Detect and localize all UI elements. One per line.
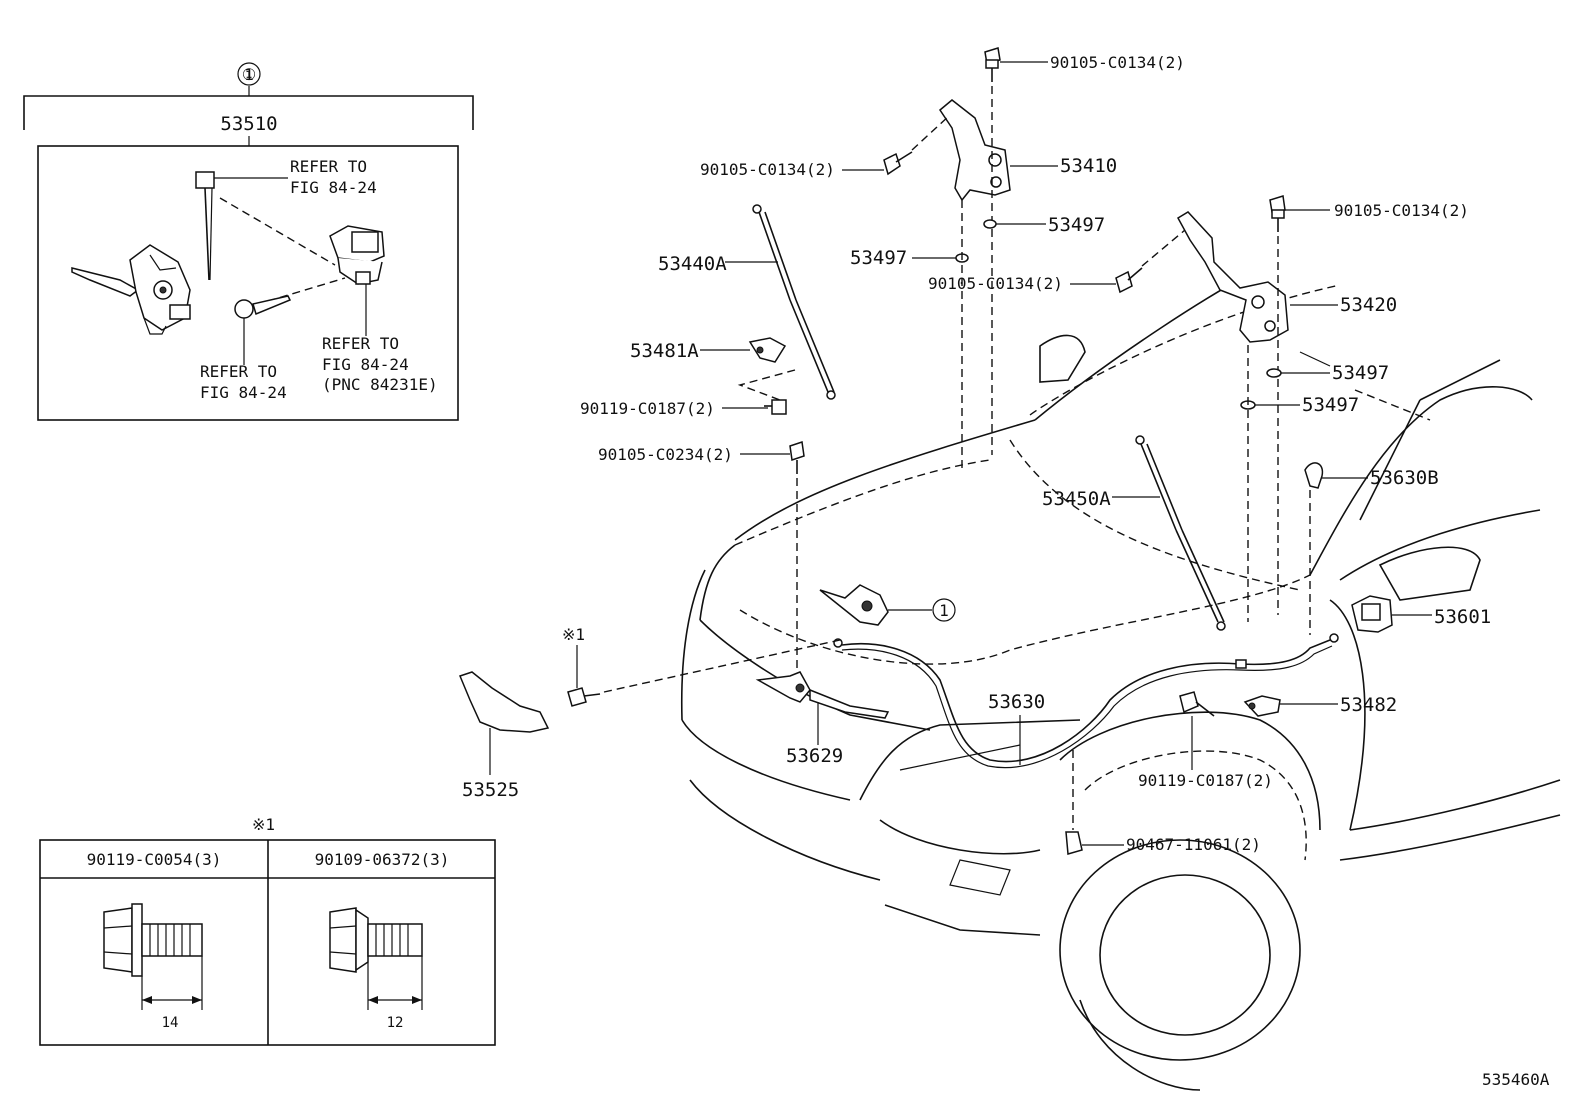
- label-90105-c0234: 90105-C0234(2): [598, 445, 733, 464]
- label-53497-b: 53497: [850, 247, 907, 269]
- label-53601: 53601: [1434, 606, 1491, 628]
- bolt-table-col2: 90109-06372(3): [315, 850, 450, 869]
- bolt-length-1: 14: [162, 1015, 179, 1031]
- bolt-top: [984, 47, 1048, 82]
- bolt-note-1: [567, 645, 601, 707]
- label-90119-c0187-left: 90119-C0187(2): [580, 399, 715, 418]
- vehicle-outline: [680, 284, 1561, 1091]
- bolt-table-col1: 90119-C0054(3): [87, 850, 222, 869]
- refer-bottom-line2: FIG 84-24: [200, 383, 287, 402]
- label-53440A: 53440A: [658, 253, 727, 275]
- bolt-table: ※1 90119-C0054(3) 90109-06372(3) 14: [39, 815, 496, 1046]
- group-callout-symbol: ①: [242, 65, 256, 84]
- hood-strut-53440A: [725, 204, 836, 400]
- clip-90467-11061: [1065, 831, 1124, 855]
- label-90105-c0134-right: 90105-C0134(2): [1334, 201, 1469, 220]
- label-53497-d: 53497: [1302, 394, 1359, 416]
- screw-part: [234, 295, 292, 365]
- label-53630: 53630: [988, 691, 1045, 713]
- note-symbol-bolt: ※1: [562, 625, 585, 644]
- bolt-90119-c0187-right: [1179, 691, 1215, 770]
- release-lever-53629: [755, 671, 890, 745]
- label-53481A: 53481A: [630, 340, 699, 362]
- label-90119-c0187-right: 90119-C0187(2): [1138, 771, 1273, 790]
- hinge-53410-part: [939, 99, 1058, 202]
- stud-bolt-drawing: [329, 907, 423, 1010]
- hinge-53420-part: [1176, 211, 1338, 343]
- refer-bottom-line1: REFER TO: [200, 362, 277, 381]
- refer-right-line1: REFER TO: [322, 334, 399, 353]
- label-53482: 53482: [1340, 694, 1397, 716]
- group-callout-number: 1: [244, 65, 254, 84]
- bolt-length-2: 12: [387, 1015, 404, 1031]
- label-90467-11061: 90467-11061(2): [1126, 835, 1261, 854]
- bolt-mid: [1070, 267, 1143, 294]
- bolt-left: [842, 151, 913, 176]
- hood-switch-part: [329, 225, 385, 336]
- bolt-90105-c0234: [740, 441, 805, 474]
- label-53629: 53629: [786, 745, 843, 767]
- label-53525: 53525: [462, 779, 519, 801]
- hood-strut-53450A: [1112, 435, 1226, 631]
- refer-right-line3: (PNC 84231E): [322, 375, 438, 394]
- bracket-53481A: [700, 337, 787, 363]
- label-90105-c0134-mid: 90105-C0134(2): [928, 274, 1063, 293]
- refer-right-line2: FIG 84-24: [322, 355, 409, 374]
- label-53420: 53420: [1340, 294, 1397, 316]
- figure-id: 535460A: [1482, 1070, 1550, 1089]
- label-53497-c: 53497: [1332, 362, 1389, 384]
- clip-53630B: [1304, 462, 1368, 489]
- refer-top-line2: FIG 84-24: [290, 178, 377, 197]
- bracket-53482: [1243, 695, 1338, 717]
- note-symbol-table: ※1: [252, 815, 275, 834]
- bolt-right: [1269, 195, 1330, 232]
- cable-tie-part: [195, 171, 215, 281]
- label-90105-c0134-top: 90105-C0134(2): [1050, 53, 1185, 72]
- bolt-90119-c0187-left: [722, 399, 787, 415]
- label-53630B: 53630B: [1370, 467, 1439, 489]
- assembly-group-53510: ① 1 53510 REFER TO FIG 84-24: [23, 62, 474, 421]
- refer-top-line1: REFER TO: [290, 157, 367, 176]
- release-cable-53630: [833, 633, 1339, 769]
- bracket-53525: [458, 671, 550, 775]
- label-53410: 53410: [1060, 155, 1117, 177]
- label-53497-a: 53497: [1048, 214, 1105, 236]
- callout-1-installed: 1: [939, 601, 949, 620]
- label-53450A: 53450A: [1042, 488, 1111, 510]
- hood-lock-part: [71, 244, 191, 335]
- hood-lock-installed: 1: [819, 584, 956, 626]
- label-90105-c0134-left: 90105-C0134(2): [700, 160, 835, 179]
- flange-bolt-drawing: [103, 903, 203, 1010]
- release-lever-53601: [1351, 595, 1432, 633]
- assembly-number: 53510: [220, 113, 277, 135]
